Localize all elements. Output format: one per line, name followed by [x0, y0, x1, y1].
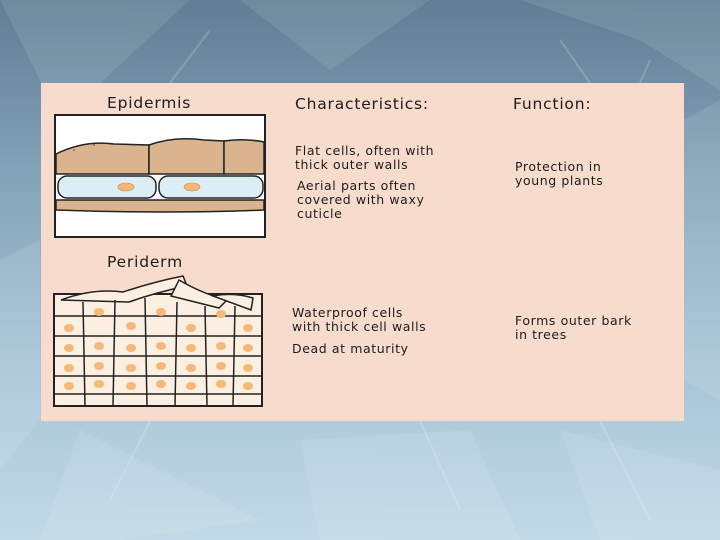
periderm-characteristic-1: Waterproof cells with thick cell walls: [292, 305, 427, 334]
periderm-illustration: [53, 275, 263, 407]
epidermis-characteristic-2: Aerial parts often covered with waxy cut…: [297, 178, 425, 221]
epidermis-illustration: [54, 114, 266, 238]
epidermis-heading: Epidermis: [107, 94, 192, 112]
epidermis-characteristic-1: Flat cells, often with thick outer walls: [295, 143, 435, 172]
periderm-function: Forms outer bark in trees: [515, 313, 632, 342]
characteristics-heading: Characteristics:: [295, 95, 429, 113]
function-heading: Function:: [513, 95, 592, 113]
periderm-characteristic-2: Dead at maturity: [292, 341, 409, 356]
periderm-heading: Periderm: [107, 253, 183, 271]
epidermis-function: Protection in young plants: [515, 159, 604, 188]
